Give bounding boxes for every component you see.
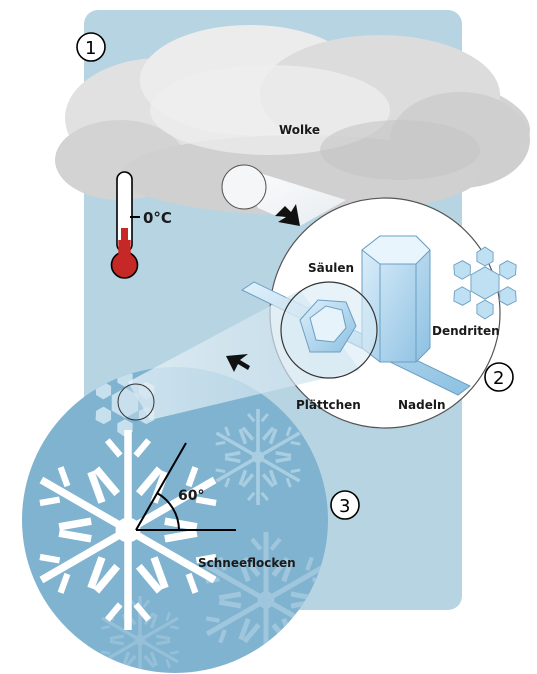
- step-2-number: 2: [493, 368, 504, 389]
- dendrites-label: Dendriten: [432, 324, 500, 338]
- columns-label: Säulen: [308, 261, 354, 275]
- step-3-number: 3: [339, 496, 350, 517]
- temperature-label: 0°C: [143, 209, 172, 227]
- plates-label: Plättchen: [296, 398, 361, 412]
- step-1-number: 1: [85, 38, 96, 59]
- cloud-label: Wolke: [279, 123, 320, 137]
- snowflakes-label: Schneeflocken: [198, 556, 296, 570]
- zoom-origin-1: [222, 165, 266, 209]
- needles-label: Nadeln: [398, 398, 446, 412]
- angle-label: 60°: [178, 488, 204, 504]
- zoom-origin-3: [118, 384, 154, 420]
